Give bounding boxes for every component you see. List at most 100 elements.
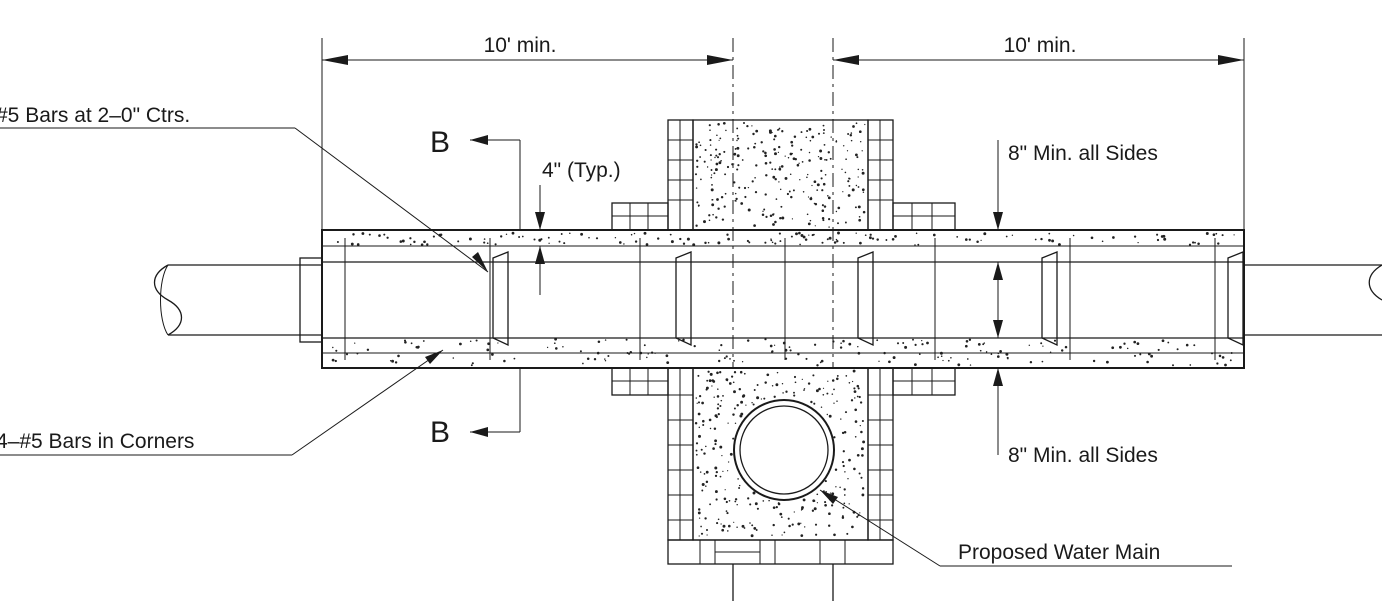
stipple-dot <box>1176 348 1179 351</box>
stipple-dot <box>1005 235 1008 238</box>
stipple-dot <box>821 241 824 244</box>
stipple-dot <box>555 347 558 350</box>
stipple-dot <box>771 351 773 353</box>
stipple-dot <box>799 179 801 181</box>
stipple-dot <box>695 143 698 146</box>
stipple-dot <box>777 502 781 506</box>
stipple-dot <box>800 509 803 511</box>
section-cut-top: B <box>430 126 521 230</box>
stipple-dot <box>857 168 860 171</box>
stipple-dot <box>720 195 724 199</box>
stipple-dot <box>1221 356 1225 359</box>
stipple-dot <box>426 243 429 246</box>
stipple-dot <box>896 342 900 345</box>
stipple-dot <box>722 524 726 528</box>
stipple-dot <box>1072 234 1075 237</box>
stipple-dot <box>399 240 403 243</box>
stipple-dot <box>409 243 412 246</box>
stipple-dot <box>716 156 720 159</box>
stipple-dot <box>696 402 698 404</box>
section-b-bottom-label: B <box>430 416 450 449</box>
stipple-dot <box>904 345 908 349</box>
stipple-dot <box>716 134 718 137</box>
corner-bars-label: 4–#5 Bars in Corners <box>0 430 194 453</box>
dimension-left: 10' min. <box>321 34 733 230</box>
stipple-dot <box>842 339 845 343</box>
stipple-dot <box>332 346 334 349</box>
stipple-dot <box>500 235 503 238</box>
stipple-dot <box>966 358 969 360</box>
stipple-dot <box>645 243 649 246</box>
stipple-dot <box>724 489 726 491</box>
stipple-dot <box>868 236 872 240</box>
stipple-dot <box>918 353 921 356</box>
stipple-dot <box>734 500 737 503</box>
stipple-dot <box>811 135 815 139</box>
stipple-dot <box>733 359 735 362</box>
stipple-dot <box>856 156 859 159</box>
stipple-dot <box>848 184 851 187</box>
stipple-dot <box>817 132 821 135</box>
stipple-dot <box>717 359 721 363</box>
stipple-dot <box>1224 363 1227 367</box>
stipple-dot <box>716 198 719 201</box>
stipple-dot <box>849 134 853 137</box>
stipple-dot <box>821 209 825 212</box>
stipple-dot <box>851 380 854 383</box>
stipple-dot <box>819 149 823 153</box>
stipple-dot <box>468 237 472 241</box>
stipple-dot <box>827 195 829 197</box>
stipple-dot <box>804 526 806 528</box>
stipple-dot <box>742 121 746 125</box>
stipple-dot <box>471 362 474 365</box>
stipple-dot <box>715 498 718 501</box>
stipple-dot <box>533 238 536 241</box>
stipple-dot <box>792 157 796 161</box>
stipple-dot <box>853 467 856 471</box>
stipple-dot <box>709 139 712 142</box>
stipple-dot <box>726 379 729 382</box>
stipple-dot <box>729 358 731 360</box>
stipple-dot <box>721 454 723 457</box>
stipple-dot <box>736 503 738 506</box>
stipple-dot <box>857 186 860 188</box>
stipple-dot <box>831 379 835 382</box>
stipple-dot <box>569 232 571 234</box>
stipple-dot <box>979 349 982 352</box>
stipple-dot <box>844 411 848 414</box>
stipple-dot <box>710 169 713 171</box>
stipple-dot <box>798 162 800 164</box>
stipple-dot <box>917 243 920 246</box>
stipple-dot <box>711 184 713 186</box>
stipple-dot <box>841 461 845 464</box>
stipple-dot <box>702 423 705 427</box>
upper-pipe-stipple <box>694 121 866 228</box>
stipple-dot <box>754 190 758 194</box>
stipple-dot <box>813 402 816 405</box>
stipple-dot <box>826 392 829 395</box>
stipple-dot <box>780 205 783 208</box>
stipple-dot <box>1146 360 1149 364</box>
stipple-dot <box>740 202 744 205</box>
stipple-dot <box>812 374 815 377</box>
stipple-dot <box>847 478 849 480</box>
stipple-dot <box>722 121 726 125</box>
stipple-dot <box>727 461 730 463</box>
stipple-dot <box>816 183 820 187</box>
stipple-dot <box>861 493 865 497</box>
stipple-dot <box>836 374 839 377</box>
stipple-dot <box>397 354 400 358</box>
stipple-dot <box>815 389 819 393</box>
stipple-dot <box>780 165 784 168</box>
stipple-dot <box>696 159 699 162</box>
stipple-dot <box>808 234 810 236</box>
stipple-dot <box>773 148 776 151</box>
stipple-dot <box>824 158 826 161</box>
stipple-dot <box>701 483 705 486</box>
stipple-dot <box>715 490 718 493</box>
stipple-dot <box>749 522 751 524</box>
stipple-dot <box>1064 345 1068 349</box>
stipple-dot <box>711 203 715 207</box>
stipple-dot <box>808 159 811 162</box>
stipple-dot <box>798 231 801 235</box>
